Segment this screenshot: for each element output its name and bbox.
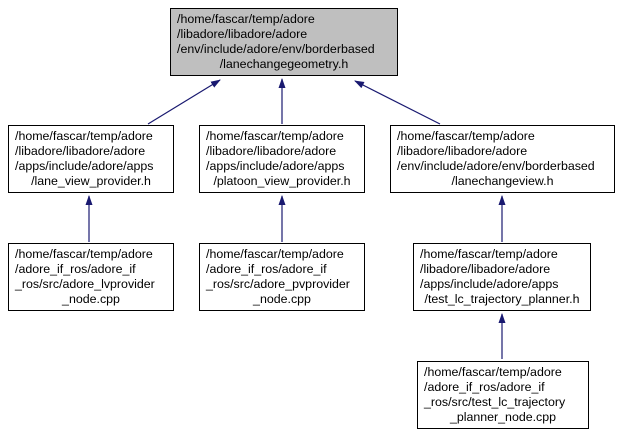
node-path-line: /env/include/adore/env/borderbased xyxy=(397,159,595,173)
node-path-line: /libadore/libadore/adore xyxy=(397,144,528,158)
node-path-line: /home/fascar/temp/adore xyxy=(206,247,344,261)
graph-node-test-lc-trajectory-planner-h[interactable]: /home/fascar/temp/adore /libadore/libado… xyxy=(413,243,591,311)
node-path-line: /lanechangeview.h xyxy=(451,174,554,188)
node-path-line: _ros/src/test_lc_trajectory xyxy=(424,395,566,409)
node-path-line: /home/fascar/temp/adore xyxy=(15,247,153,261)
node-path-line: /apps/include/adore/apps xyxy=(15,159,154,173)
node-path-line: _ros/src/adore_lvprovider xyxy=(15,277,155,291)
graph-node-platoon-view-provider-h[interactable]: /home/fascar/temp/adore /libadore/libado… xyxy=(199,125,365,193)
node-path-line: /test_lc_trajectory_planner.h xyxy=(424,292,580,306)
graph-node-adore-pvprovider-node-cpp[interactable]: /home/fascar/temp/adore /adore_if_ros/ad… xyxy=(199,243,365,311)
node-path-line: /home/fascar/temp/adore xyxy=(206,129,344,143)
graph-node-test-lc-trajectory-planner-node-cpp[interactable]: /home/fascar/temp/adore /adore_if_ros/ad… xyxy=(417,361,589,429)
node-path-line: /libadore/libadore/adore xyxy=(206,144,337,158)
node-path-line: /libadore/libadore/adore xyxy=(420,262,551,276)
graph-node-lane-view-provider-h[interactable]: /home/fascar/temp/adore /libadore/libado… xyxy=(8,125,174,193)
node-path-line: /home/fascar/temp/adore xyxy=(424,365,562,379)
node-path-line: _planner_node.cpp xyxy=(449,410,557,424)
node-path-line: /home/fascar/temp/adore xyxy=(15,129,153,143)
node-path-line: /adore_if_ros/adore_if xyxy=(15,262,136,276)
node-path-line: /libadore/libadore/adore xyxy=(15,144,146,158)
edge-arrow-lanechangeview-to-geometry xyxy=(354,80,441,125)
node-path-line: /env/include/adore/env/borderbased xyxy=(177,42,375,56)
node-path-line: /apps/include/adore/apps xyxy=(420,277,559,291)
node-path-line: /home/fascar/temp/adore xyxy=(177,12,315,26)
node-path-line: _node.cpp xyxy=(253,292,311,306)
node-path-line: /apps/include/adore/apps xyxy=(206,159,345,173)
graph-node-lanechangeview-h[interactable]: /home/fascar/temp/adore /libadore/libado… xyxy=(390,125,615,193)
node-path-line: /adore_if_ros/adore_if xyxy=(206,262,327,276)
node-path-line: /adore_if_ros/adore_if xyxy=(424,380,545,394)
node-path-line: /lanechangegeometry.h xyxy=(219,57,349,71)
node-path-line: /home/fascar/temp/adore xyxy=(397,129,535,143)
graph-node-adore-lvprovider-node-cpp[interactable]: /home/fascar/temp/adore /adore_if_ros/ad… xyxy=(8,243,174,311)
node-path-line: _node.cpp xyxy=(62,292,120,306)
edge-arrow-lane-view-to-geometry xyxy=(147,79,221,125)
node-path-line: _ros/src/adore_pvprovider xyxy=(206,277,350,291)
node-path-line: /home/fascar/temp/adore xyxy=(420,247,558,261)
graph-node-lanechangegeometry-h[interactable]: /home/fascar/temp/adore /libadore/libado… xyxy=(170,8,398,76)
node-path-line: /libadore/libadore/adore xyxy=(177,27,308,41)
node-path-line: /platoon_view_provider.h xyxy=(213,174,351,188)
node-path-line: /lane_view_provider.h xyxy=(31,174,151,188)
